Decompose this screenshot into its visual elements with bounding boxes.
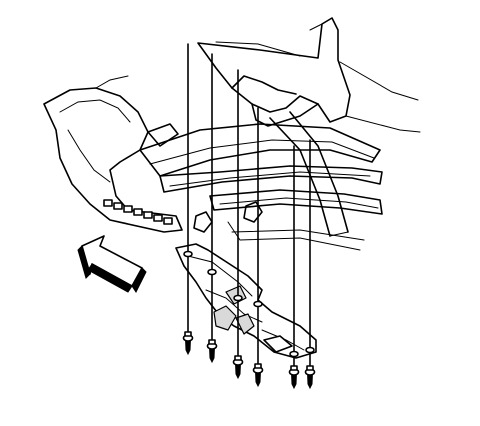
fastener-guide-lines (183, 43, 315, 373)
slot-3 (123, 205, 133, 213)
arrow-shadow-end (131, 267, 147, 293)
upper-rail-line (339, 61, 419, 101)
push-pin-4 (252, 363, 264, 388)
vehicle-underbody (43, 17, 421, 251)
shield-rib-1 (187, 255, 253, 297)
rocker-slots (103, 199, 173, 225)
push-pin-fasteners (182, 331, 316, 390)
push-pin-3 (232, 355, 244, 380)
arrow-tip-shadow (77, 245, 91, 279)
push-pin-1 (182, 331, 194, 356)
shield-hole-1 (183, 250, 193, 258)
mount-bracket-center (243, 201, 263, 223)
wheel-well-inner-line (59, 99, 131, 123)
pin-cap (208, 339, 216, 345)
push-pin-6 (304, 365, 316, 390)
push-pin-5 (288, 365, 300, 390)
pin-cap (290, 365, 298, 371)
slot-5 (143, 211, 153, 219)
panel-edge-line (309, 23, 323, 31)
slot-4 (133, 208, 143, 216)
pin-cap (234, 355, 242, 361)
lower-rail-line (227, 221, 361, 251)
pin-cap (184, 331, 192, 337)
shield-rib-2 (205, 289, 263, 323)
slot-1 (103, 199, 113, 207)
shield-tab-center (235, 313, 255, 335)
front-crossmember (139, 123, 381, 177)
arrow-shadow (87, 263, 133, 293)
right-frame-rail-outer (289, 111, 349, 233)
front-arrow-icon (77, 235, 147, 293)
rocker-crease-line (67, 129, 111, 183)
rocker-top-edge (95, 75, 129, 89)
mid-crossmember (159, 165, 383, 193)
pin-cap (254, 363, 262, 369)
mid-crossmember-line (169, 171, 371, 187)
shield-hole-3 (233, 294, 243, 302)
shield-hole-5 (289, 350, 299, 358)
rear-crossmember (209, 189, 383, 215)
shield-hole-2 (207, 268, 217, 276)
upper-body-panel (197, 17, 351, 123)
slot-6 (153, 214, 163, 222)
splash-shield (175, 243, 317, 359)
mount-bracket-front (147, 123, 179, 147)
shield-tab-left (213, 305, 237, 331)
slot-2 (113, 202, 123, 210)
mount-bracket-left (193, 211, 213, 233)
push-pin-2 (206, 339, 218, 364)
slot-7 (163, 217, 173, 225)
crossmember-inner-line (149, 139, 375, 165)
shield-hole-4 (253, 300, 263, 308)
panel-crease-line (215, 41, 301, 57)
pin-cap (306, 365, 314, 371)
lower-rail-line-2 (231, 229, 365, 241)
shield-hole-6 (305, 346, 315, 354)
bracket-top (231, 75, 297, 95)
rear-crossmember-line (219, 197, 379, 209)
upper-rail-lower-line (345, 115, 421, 133)
bracket-lower (251, 103, 319, 127)
shield-tab-right (263, 335, 293, 353)
splash-shield-panel (175, 243, 317, 359)
